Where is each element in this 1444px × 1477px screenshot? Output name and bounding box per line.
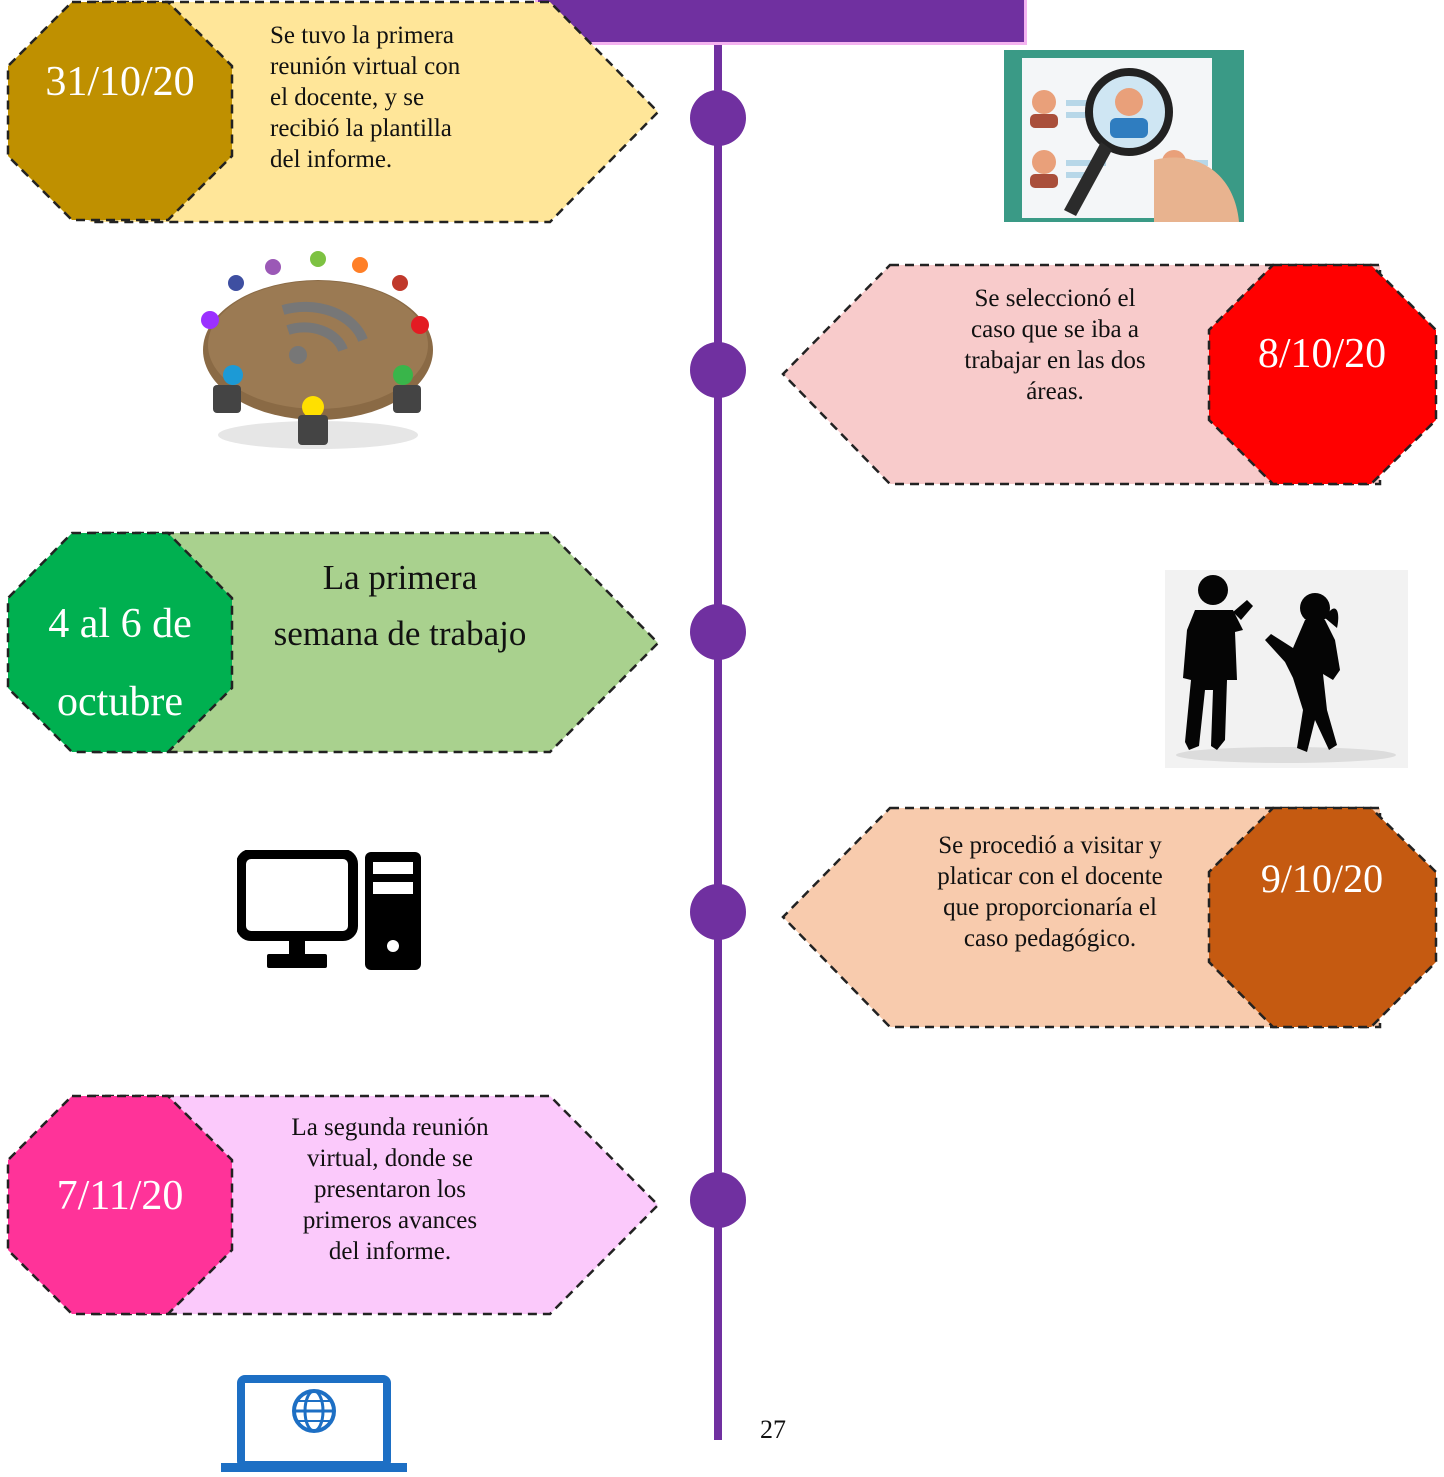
round-table-meeting-icon [188, 245, 448, 455]
event-text-line: La primera [322, 558, 478, 597]
event-date-3: 4 al 6 de octubre [20, 585, 220, 741]
timeline-node [690, 884, 746, 940]
event-text-line: primeros avances [302, 1207, 478, 1234]
timeline-node [690, 90, 746, 146]
timeline-node [690, 604, 746, 660]
event-octagon-4 [1207, 806, 1438, 1029]
event-text-line: presentaron los [313, 1176, 467, 1203]
event-text-line: Se tuvo la primera [270, 22, 454, 49]
event-date-1: 31/10/20 [45, 59, 195, 105]
event-date-line: 4 al 6 de [48, 601, 192, 647]
event-description-4: Se procedió a visitar y platicar con el … [895, 830, 1205, 954]
event-text-line: platicar con el docente [937, 863, 1163, 890]
event-text-line: caso pedagógico. [963, 925, 1137, 952]
event-text-line: La segunda reunión [291, 1114, 489, 1141]
event-octagon-5 [6, 1094, 234, 1316]
event-octagon-3 [6, 531, 234, 754]
magnifier-candidates-icon [1004, 50, 1244, 222]
event-text-line: recibió la plantilla [270, 115, 452, 142]
event-text-line: el docente, y se [270, 84, 425, 111]
event-text-line: reunión virtual con [270, 53, 461, 80]
event-text-line: Se seleccionó el [974, 285, 1136, 312]
event-text-line: caso que se iba a [971, 316, 1139, 343]
event-text-line: trabajar en las dos [964, 347, 1146, 374]
event-text-line: del informe. [328, 1238, 452, 1265]
conversation-silhouettes-icon [1165, 570, 1408, 768]
event-description-3: La primera semana de trabajo [255, 550, 545, 662]
desktop-computer-icon [236, 849, 423, 972]
timeline-node [690, 342, 746, 398]
event-text-line: virtual, donde se [307, 1145, 473, 1172]
event-date-line: octubre [57, 679, 183, 725]
event-date-2: 8/10/20 [1257, 331, 1387, 377]
event-text-line: semana de trabajo [273, 614, 527, 653]
event-description-5: La segunda reunión virtual, donde se pre… [250, 1112, 530, 1267]
timeline-node [690, 1172, 746, 1228]
event-text-line: áreas. [1026, 378, 1084, 405]
event-date-5: 7/11/20 [56, 1173, 184, 1219]
event-octagon-2 [1207, 263, 1438, 486]
event-text-line: del informe. [270, 146, 393, 173]
event-text-line: que proporcionaría el [943, 894, 1157, 921]
event-text-line: Se procedió a visitar y [938, 832, 1162, 859]
event-date-4: 9/10/20 [1260, 856, 1384, 901]
timeline-header [535, 0, 1027, 45]
event-octagon-1 [6, 0, 234, 222]
timeline-line [714, 45, 722, 1440]
event-description-2: Se seleccionó el caso que se iba a traba… [910, 283, 1200, 407]
page-number: 27 [760, 1415, 786, 1444]
event-description-1: Se tuvo la primera reunión virtual con e… [270, 20, 538, 175]
web-laptop-icon [221, 1375, 407, 1472]
